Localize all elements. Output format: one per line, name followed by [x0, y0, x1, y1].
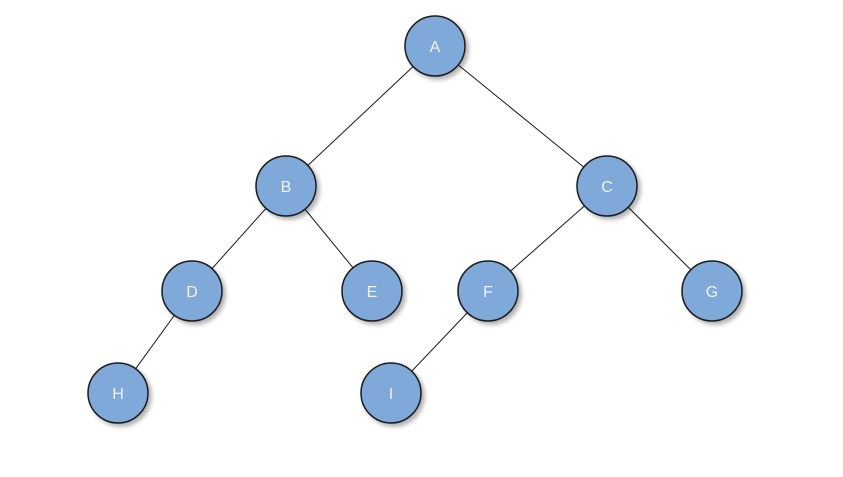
- tree-node-C[interactable]: C: [576, 155, 638, 217]
- node-circle[interactable]: [360, 362, 422, 424]
- node-layer: A B C D E F G H I: [87, 15, 743, 424]
- node-circle[interactable]: [161, 260, 223, 322]
- node-circle[interactable]: [576, 155, 638, 217]
- node-circle[interactable]: [404, 15, 466, 77]
- node-label: D: [186, 284, 198, 301]
- tree-node-B[interactable]: B: [255, 155, 317, 217]
- node-label: B: [281, 179, 292, 196]
- node-label: I: [389, 386, 393, 403]
- node-label: F: [483, 284, 493, 301]
- node-label: C: [601, 179, 613, 196]
- tree-node-F[interactable]: F: [457, 260, 519, 322]
- node-circle[interactable]: [457, 260, 519, 322]
- tree-node-A[interactable]: A: [404, 15, 466, 77]
- node-label: E: [367, 284, 378, 301]
- tree-node-G[interactable]: G: [681, 260, 743, 322]
- tree-node-H[interactable]: H: [87, 362, 149, 424]
- node-circle[interactable]: [255, 155, 317, 217]
- tree-node-E[interactable]: E: [341, 260, 403, 322]
- tree-node-I[interactable]: I: [360, 362, 422, 424]
- edge-layer: [117, 45, 713, 394]
- node-label: G: [706, 284, 718, 301]
- node-label: A: [430, 39, 441, 56]
- tree-node-D[interactable]: D: [161, 260, 223, 322]
- tree-edge-A-C: [434, 45, 608, 187]
- node-circle[interactable]: [341, 260, 403, 322]
- tree-edge-A-B: [285, 45, 436, 187]
- node-circle[interactable]: [681, 260, 743, 322]
- node-label: H: [112, 386, 124, 403]
- node-circle[interactable]: [87, 362, 149, 424]
